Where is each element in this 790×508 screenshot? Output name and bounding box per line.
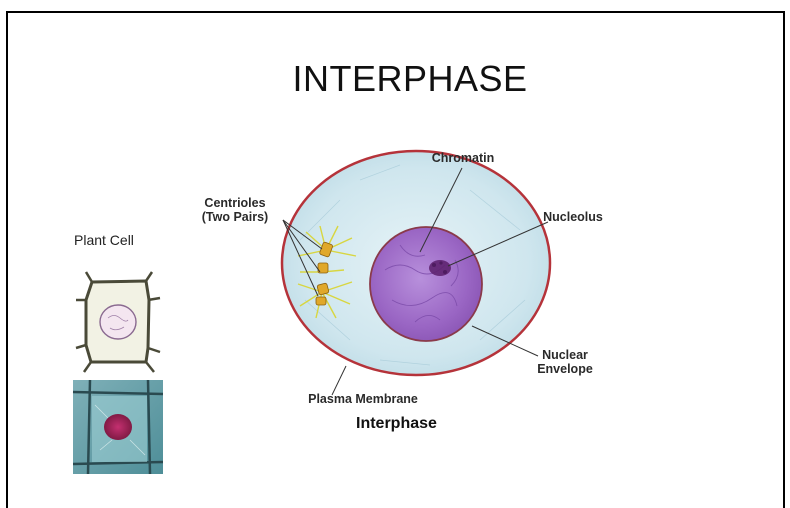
animal-cell <box>282 151 550 375</box>
plasma-membrane-label: Plasma Membrane <box>278 392 448 406</box>
nuclear-envelope-label: Nuclear Envelope <box>520 348 610 376</box>
centrioles-label: Centrioles (Two Pairs) <box>180 196 290 224</box>
nuclear-envelope-label-line2: Envelope <box>520 362 610 376</box>
nucleolus-label: Nucleolus <box>528 210 618 224</box>
plant-cell-photo <box>73 380 163 474</box>
plant-nucleus-photo <box>104 414 132 440</box>
centriole-3 <box>317 283 329 295</box>
diagram-caption: Interphase <box>356 415 476 433</box>
centriole-4 <box>316 297 326 305</box>
nuclear-envelope-label-line1: Nuclear <box>520 348 610 362</box>
plant-cell-drawing <box>76 272 160 372</box>
chromatin-label: Chromatin <box>418 151 508 165</box>
plant-nucleus-sketch <box>100 305 136 339</box>
plasma-membrane-leader <box>332 366 346 395</box>
centrioles-label-line1: Centrioles <box>180 196 290 210</box>
nucleus <box>370 227 482 341</box>
centrioles-label-line2: (Two Pairs) <box>180 210 290 224</box>
